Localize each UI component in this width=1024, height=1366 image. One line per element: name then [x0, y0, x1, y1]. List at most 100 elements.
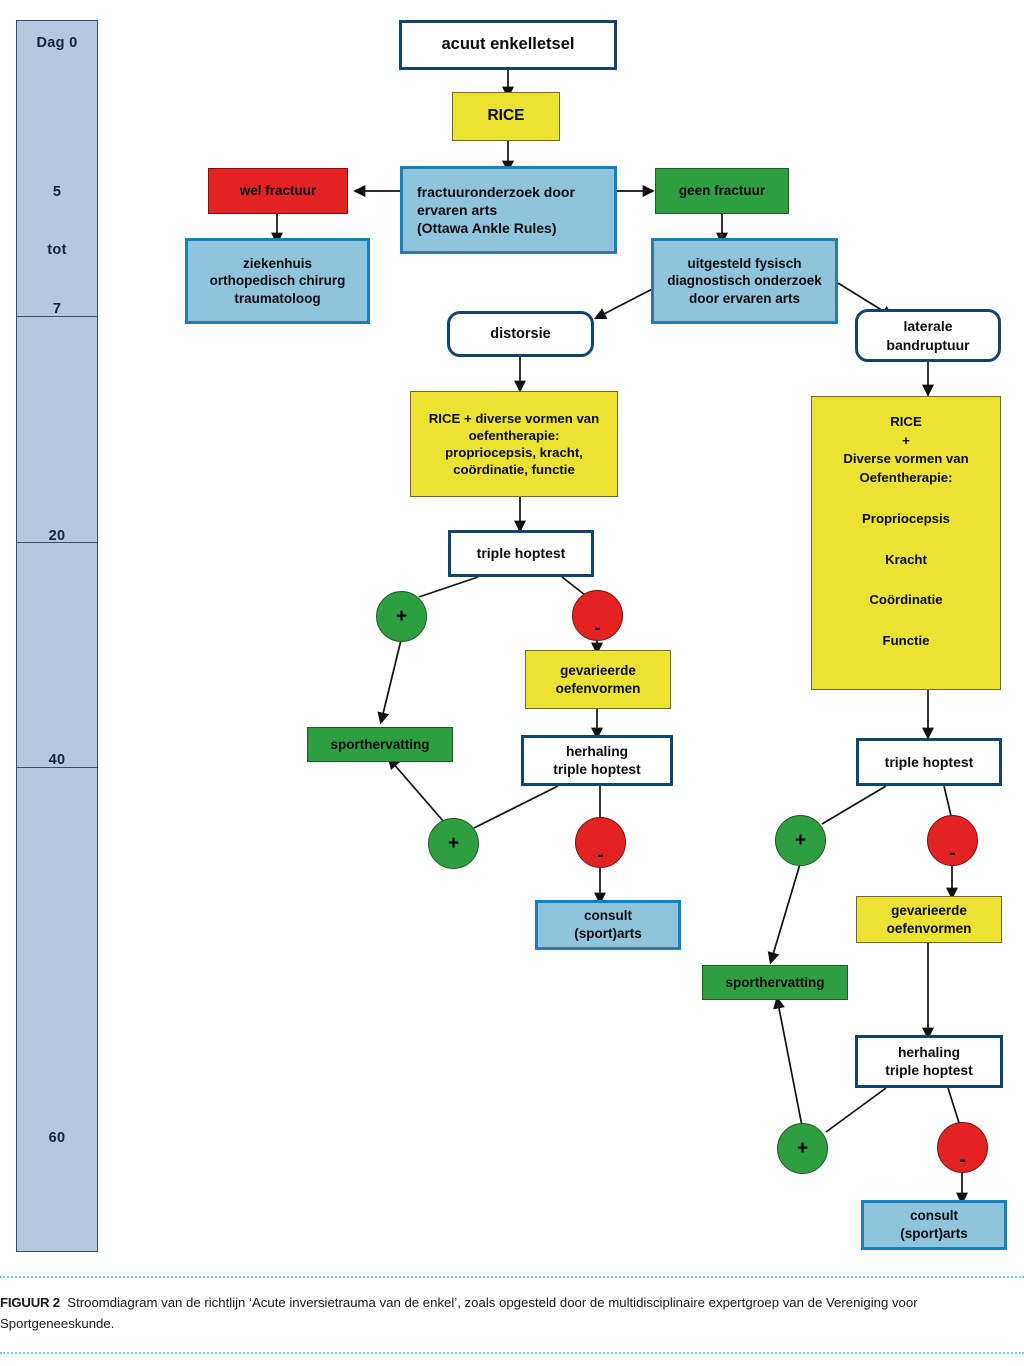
node-gevarieerde-oefenvormen-right[interactable]: gevarieerde oefenvormen [856, 896, 1002, 943]
node-line: triple hoptest [885, 1062, 973, 1078]
figure-caption-text: Stroomdiagram van de richtlijn ‘Acute in… [0, 1295, 918, 1332]
node-line: + [902, 432, 910, 448]
decision-label: - [597, 845, 604, 866]
node-line: gevarieerde [560, 662, 636, 678]
decision-label: + [794, 830, 807, 851]
node-line: sporthervatting [725, 974, 825, 990]
node-therapie-distorsie[interactable]: RICE + diverse vormen van oefentherapie:… [410, 391, 618, 497]
node-gevarieerde-oefenvormen-left[interactable]: gevarieerde oefenvormen [525, 650, 671, 709]
node-line: diagnostisch onderzoek [667, 273, 822, 289]
node-line: (Ottawa Ankle Rules) [417, 220, 557, 237]
decision-minus-left-1[interactable]: - [572, 590, 623, 641]
node-consult-sportarts-left[interactable]: consult (sport)arts [535, 900, 681, 950]
node-triple-hoptest-left[interactable]: triple hoptest [448, 530, 594, 577]
node-consult-sportarts-right[interactable]: consult (sport)arts [861, 1200, 1007, 1250]
node-laterale-bandruptuur[interactable]: laterale bandruptuur [855, 309, 1001, 362]
node-herhaling-hoptest-left[interactable]: herhaling triple hoptest [521, 735, 673, 786]
node-herhaling-hoptest-right[interactable]: herhaling triple hoptest [855, 1035, 1003, 1088]
node-spacer [904, 529, 908, 551]
node-line: herhaling [565, 743, 629, 759]
decision-label: - [594, 618, 601, 639]
node-line: fractuuronderzoek door [417, 183, 575, 200]
node-ziekenhuis[interactable]: ziekenhuis orthopedisch chirurg traumato… [185, 238, 370, 324]
node-acuut-enkelletsel[interactable]: acuut enkelletsel [399, 20, 617, 70]
decision-label: + [447, 833, 460, 854]
timeline-label-dag0: Dag 0 [36, 35, 78, 51]
node-wel-fractuur[interactable]: wel fractuur [208, 168, 348, 214]
timeline-label-20: 20 [48, 528, 66, 544]
decision-plus-left-2[interactable]: + [428, 818, 479, 869]
figure-label: FIGUUR 2 [0, 1295, 60, 1310]
node-sporthervatting-left[interactable]: sporthervatting [307, 727, 453, 762]
node-line: uitgesteld fysisch [687, 255, 802, 271]
decision-plus-left-1[interactable]: + [376, 591, 427, 642]
node-line: sporthervatting [330, 736, 430, 752]
node-spacer [904, 610, 908, 632]
node-line: orthopedisch chirurg [209, 273, 346, 289]
node-line: Diverse vormen van [843, 451, 969, 467]
node-spacer [904, 488, 908, 510]
decision-label: + [796, 1138, 809, 1159]
figure-caption: FIGUUR 2 Stroomdiagram van de richtlijn … [0, 1292, 1010, 1335]
node-rice[interactable]: RICE [452, 92, 560, 141]
node-triple-hoptest-right[interactable]: triple hoptest [856, 738, 1002, 786]
node-line: laterale [903, 318, 953, 335]
timeline-segment-1 [17, 21, 97, 317]
node-line: ziekenhuis [242, 255, 313, 271]
decision-label: + [395, 606, 408, 627]
node-line: door ervaren arts [688, 290, 801, 306]
node-line: triple hoptest [884, 753, 974, 770]
node-line: oefenvormen [555, 680, 641, 696]
node-therapie-bandruptuur[interactable]: RICE + Diverse vormen van Oefentherapie:… [811, 396, 1001, 690]
node-line: wel fractuur [239, 183, 317, 199]
caption-rule-bottom [0, 1352, 1024, 1354]
node-line: distorsie [490, 325, 551, 342]
node-line: triple hoptest [476, 545, 566, 562]
node-line: propriocepsis, kracht, [445, 445, 583, 460]
node-line: Propriocepsis [862, 510, 950, 526]
timeline-segment-4 [17, 768, 97, 1253]
node-line: oefenvormen [886, 920, 972, 936]
decision-label: - [959, 1150, 966, 1171]
timeline-segment-2 [17, 317, 97, 543]
node-geen-fractuur[interactable]: geen fractuur [655, 168, 789, 214]
decision-minus-right-1[interactable]: - [927, 815, 978, 866]
decision-plus-right-1[interactable]: + [775, 815, 826, 866]
node-fractuuronderzoek[interactable]: fractuuronderzoek door ervaren arts (Ott… [400, 166, 617, 254]
decision-minus-right-2[interactable]: - [937, 1122, 988, 1173]
node-line: ervaren arts [417, 201, 498, 218]
timeline-segment-3 [17, 543, 97, 768]
node-line: (sport)arts [900, 1226, 968, 1241]
node-line: oefentherapie: [468, 427, 560, 443]
decision-minus-left-2[interactable]: - [575, 817, 626, 868]
node-line: consult [583, 908, 632, 924]
node-line: bandruptuur [886, 336, 970, 353]
node-line: coördinatie, functie [453, 462, 575, 478]
node-line: RICE [487, 107, 525, 125]
node-line: Coördinatie [869, 592, 943, 608]
timeline-axis: Dag 0 5 tot 7 20 40 60 [16, 20, 98, 1252]
node-line: acuut enkelletsel [441, 35, 575, 54]
node-spacer [904, 569, 908, 591]
timeline-label-60: 60 [48, 1130, 66, 1146]
decision-plus-right-2[interactable]: + [777, 1123, 828, 1174]
node-line: RICE + diverse vormen van [428, 410, 600, 426]
node-sporthervatting-right[interactable]: sporthervatting [702, 965, 848, 1000]
node-distorsie[interactable]: distorsie [447, 311, 594, 357]
node-line: herhaling [897, 1044, 961, 1060]
node-line: triple hoptest [553, 761, 641, 777]
node-line: (sport)arts [574, 926, 642, 941]
node-line: consult [909, 1208, 958, 1224]
node-line: gevarieerde [891, 902, 967, 918]
timeline-label-5: 5 [52, 184, 62, 200]
node-uitgesteld-onderzoek[interactable]: uitgesteld fysisch diagnostisch onderzoe… [651, 238, 838, 324]
caption-rule-top [0, 1276, 1024, 1278]
node-line: Oefentherapie: [859, 470, 953, 486]
timeline-label-tot: tot [47, 242, 67, 258]
node-line: Functie [882, 633, 930, 649]
node-line: traumatoloog [234, 290, 321, 306]
decision-label: - [949, 843, 956, 864]
timeline-label-40: 40 [48, 752, 66, 768]
node-line: geen fractuur [678, 183, 766, 199]
